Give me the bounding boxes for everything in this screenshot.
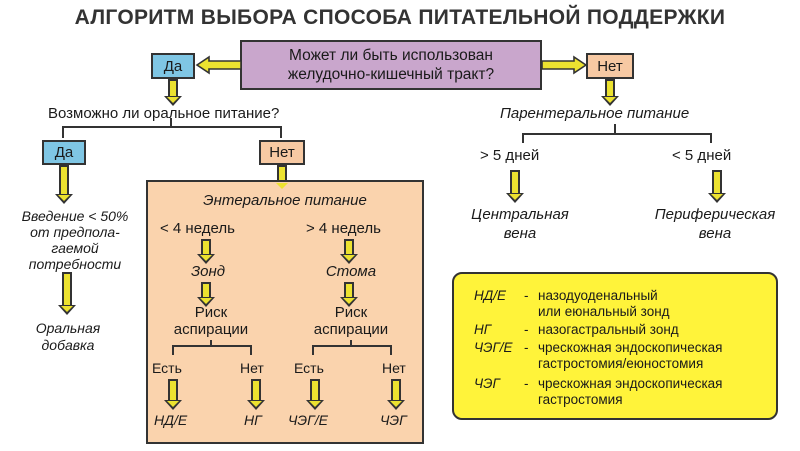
down-arrow-icon [164, 379, 182, 410]
has-risk-left: Есть [152, 360, 182, 376]
text-line: добавка [41, 337, 95, 353]
question-gi-tract: Может ли быть использован желудочно-кише… [240, 40, 542, 90]
diagram-title: АЛГОРИТМ ВЫБОРА СПОСОБА ПИТАТЕЛЬНОЙ ПОДД… [74, 6, 726, 29]
down-arrow-icon [58, 272, 76, 315]
enteral-title: Энтеральное питание [203, 192, 367, 209]
branch-line [280, 126, 282, 138]
parenteral-title: Парентеральное питание [500, 105, 690, 122]
oral-supplement-text: Оральная добавка [4, 320, 132, 354]
enteral-less-4-weeks: < 4 недель [160, 220, 235, 237]
central-vein: Центральная вена [440, 205, 600, 243]
no-tag-oral: Нет [259, 140, 305, 165]
result-cheg: ЧЭГ [380, 412, 407, 428]
question-line-2: желудочно-кишечный тракт? [287, 66, 495, 83]
left-arrow-icon [195, 55, 242, 75]
risk-aspiration-left: Риск аспирации [156, 304, 266, 338]
down-arrow-icon [387, 379, 405, 410]
text-line: Периферическая [654, 206, 776, 223]
branch-line [62, 126, 282, 128]
legend-dash: - [524, 322, 529, 337]
branch-line [350, 340, 352, 346]
text-line: от предпола- [30, 224, 120, 240]
down-arrow-icon [197, 239, 215, 264]
down-arrow-icon [340, 282, 358, 307]
oral-intro-text: Введение < 50% от предпола- гаемой потре… [2, 208, 148, 272]
branch-line [210, 340, 212, 346]
branch-line [250, 345, 252, 355]
branch-line [614, 124, 616, 134]
legend-dash: - [524, 376, 529, 391]
down-arrow-icon [340, 239, 358, 264]
legend-dash: - [524, 288, 529, 303]
down-arrow-icon [708, 170, 726, 203]
legend-key: ЧЭГ/Е [474, 340, 513, 355]
peripheral-vein: Периферическая вена [630, 205, 800, 243]
parenteral-more-5-days: > 5 дней [480, 147, 540, 164]
legend-value: назогастральный зонд [538, 322, 679, 337]
text-line: Риск [194, 304, 228, 321]
branch-line [312, 345, 392, 347]
enteral-stoma: Стома [325, 263, 377, 280]
text-line: гаемой [51, 240, 99, 256]
text-line: аспирации [313, 321, 389, 338]
text-line: Оральная [35, 320, 101, 336]
branch-line [710, 133, 712, 143]
enteral-tube: Зонд [190, 263, 226, 280]
question-oral: Возможно ли оральное питание? [48, 105, 280, 122]
legend-dash: - [524, 340, 529, 355]
no-risk-right: Нет [382, 360, 406, 376]
down-arrow-icon [247, 379, 265, 410]
legend-key: НГ [474, 322, 492, 337]
no-tag-gi: Нет [586, 53, 634, 79]
text-line: Центральная [471, 206, 569, 223]
right-arrow-icon [541, 55, 588, 75]
yes-tag-gi: Да [151, 53, 195, 79]
branch-line [172, 345, 252, 347]
down-arrow-icon [601, 79, 619, 106]
branch-line [170, 118, 172, 128]
legend-value: чрескожная эндоскопическая гастростомия [538, 376, 723, 407]
legend-value: чрескожная эндоскопическая гастростомия/… [538, 340, 723, 371]
has-risk-right: Есть [294, 360, 324, 376]
down-arrow-icon [197, 282, 215, 307]
branch-line [522, 133, 712, 135]
enteral-more-4-weeks: > 4 недель [306, 220, 381, 237]
question-line-1: Может ли быть использован [289, 47, 493, 64]
branch-line [312, 345, 314, 355]
yes-tag-oral: Да [42, 140, 86, 165]
risk-aspiration-right: Риск аспирации [296, 304, 406, 338]
branch-line [390, 345, 392, 355]
legend-value: назодуоденальный или еюнальный зонд [538, 288, 670, 319]
branch-line [62, 126, 64, 138]
text-line: вена [698, 225, 732, 242]
parenteral-less-5-days: < 5 дней [672, 147, 732, 164]
text-line: потребности [28, 256, 122, 272]
down-arrow-icon [55, 165, 73, 204]
legend-box: НД/Е - назодуоденальный или еюнальный зо… [452, 272, 778, 420]
branch-line [522, 133, 524, 143]
legend-key: НД/Е [474, 288, 507, 303]
no-risk-left: Нет [240, 360, 264, 376]
down-arrow-icon [164, 79, 182, 106]
down-arrow-icon [306, 379, 324, 410]
enteral-box: Энтеральное питание < 4 недель > 4 недел… [146, 180, 424, 444]
result-ng: НГ [244, 412, 262, 428]
text-line: аспирации [173, 321, 249, 338]
text-line: Риск [334, 304, 368, 321]
down-arrow-icon [506, 170, 524, 203]
down-arrow-icon [273, 165, 291, 192]
legend-key: ЧЭГ [474, 376, 500, 391]
text-line: Введение < 50% [21, 208, 129, 224]
branch-line [172, 345, 174, 355]
result-nd-e: НД/Е [154, 412, 188, 428]
result-cheg-e: ЧЭГ/Е [288, 412, 328, 428]
text-line: вена [503, 225, 537, 242]
